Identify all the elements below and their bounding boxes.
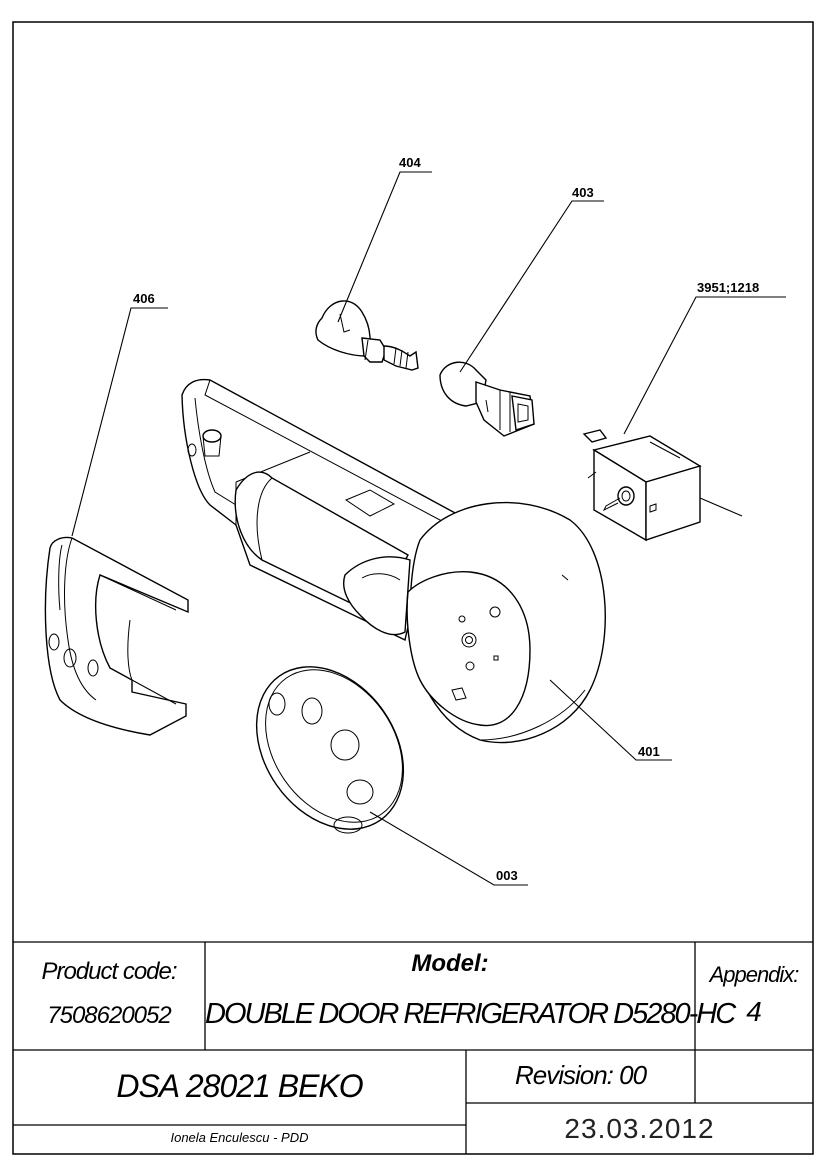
model-label: Model: [411,950,489,977]
callout-406: 406 [133,291,155,306]
leader-404 [337,171,432,323]
document-code: DSA 28021 BEKO [116,1068,363,1104]
part-003-diffuser-cover [255,666,405,834]
leader-403 [459,200,604,373]
leader-lines [71,171,786,886]
part-404-bulb [315,300,419,371]
part-403-lamp-holder [439,361,535,437]
callout-3951-1218: 3951;1218 [697,280,759,295]
model-value: DOUBLE DOOR REFRIGERATOR D5280-HC [205,998,736,1030]
title-block-grid [13,941,813,1154]
callout-403: 403 [572,185,594,200]
callout-003: 003 [496,868,518,883]
product-code-value: 7508620052 [47,1002,171,1029]
sheet-border [12,21,814,1155]
appendix-value: 4 [746,996,762,1027]
revision: Revision: 00 [514,1060,647,1090]
leader-003 [369,811,528,886]
appendix-label: Appendix: [709,962,800,987]
part-401-lamp-housing [181,378,606,744]
leader-406 [71,307,168,537]
author: Ionela Enculescu - PDD [170,1130,309,1145]
leader-3951 [623,296,786,435]
drawing-date: 23.03.2012 [564,1113,715,1144]
callout-404: 404 [399,155,421,170]
leader-401 [549,679,672,761]
part-3951-1218-switch [582,429,702,542]
part-406-bracket [44,536,189,736]
product-code-label: Product code: [41,958,177,985]
leader-3951-tail [699,497,743,517]
callout-401: 401 [638,744,660,759]
